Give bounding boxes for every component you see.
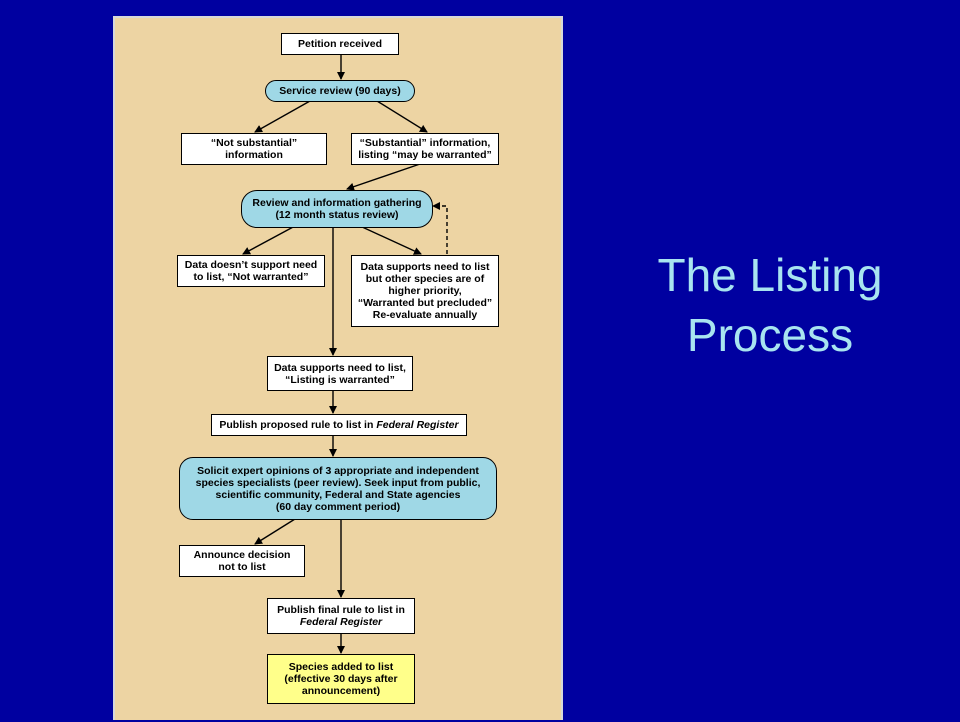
final-rule-text: Publish final rule to list in bbox=[277, 604, 405, 616]
node-listing-warranted: Data supports need to list, “Listing is … bbox=[267, 356, 413, 391]
node-warranted-but-precluded: Data supports need to list but other spe… bbox=[351, 255, 499, 327]
arrow-service-review-to-substantial bbox=[376, 100, 428, 133]
arrow-reevaluate-loop bbox=[432, 202, 448, 254]
proposed-rule-text: Publish proposed rule to list in bbox=[219, 419, 374, 431]
arrow-status-review-to-not-warranted bbox=[242, 225, 296, 255]
node-final-rule: Publish final rule to list in Federal Re… bbox=[267, 598, 415, 634]
node-proposed-rule: Publish proposed rule to list in Federal… bbox=[211, 414, 467, 436]
node-not-warranted: Data doesn’t support need to list, “Not … bbox=[177, 255, 325, 287]
federal-register-italic-final: Federal Register bbox=[299, 616, 383, 628]
arrow-status-review-to-precluded bbox=[359, 225, 422, 255]
federal-register-italic: Federal Register bbox=[376, 419, 459, 431]
arrow-peer-review-to-not-to-list bbox=[254, 518, 296, 545]
node-service-review: Service review (90 days) bbox=[265, 80, 415, 102]
flowchart-connectors bbox=[242, 55, 448, 654]
node-species-added: Species added to list (effective 30 days… bbox=[267, 654, 415, 704]
node-peer-review: Solicit expert opinions of 3 appropriate… bbox=[179, 457, 497, 520]
node-not-to-list: Announce decision not to list bbox=[179, 545, 305, 577]
arrow-service-review-to-not-substantial bbox=[254, 100, 311, 133]
arrow-substantial-to-status-review bbox=[346, 163, 421, 191]
node-petition-received: Petition received bbox=[281, 33, 399, 55]
node-status-review: Review and information gathering (12 mon… bbox=[241, 190, 433, 228]
listing-process-flowchart: Petition received Service review (90 day… bbox=[113, 16, 563, 720]
node-not-substantial: “Not substantial” information bbox=[181, 133, 327, 165]
slide-title: The Listing Process bbox=[657, 249, 883, 361]
node-substantial: “Substantial” information, listing “may … bbox=[351, 133, 499, 165]
